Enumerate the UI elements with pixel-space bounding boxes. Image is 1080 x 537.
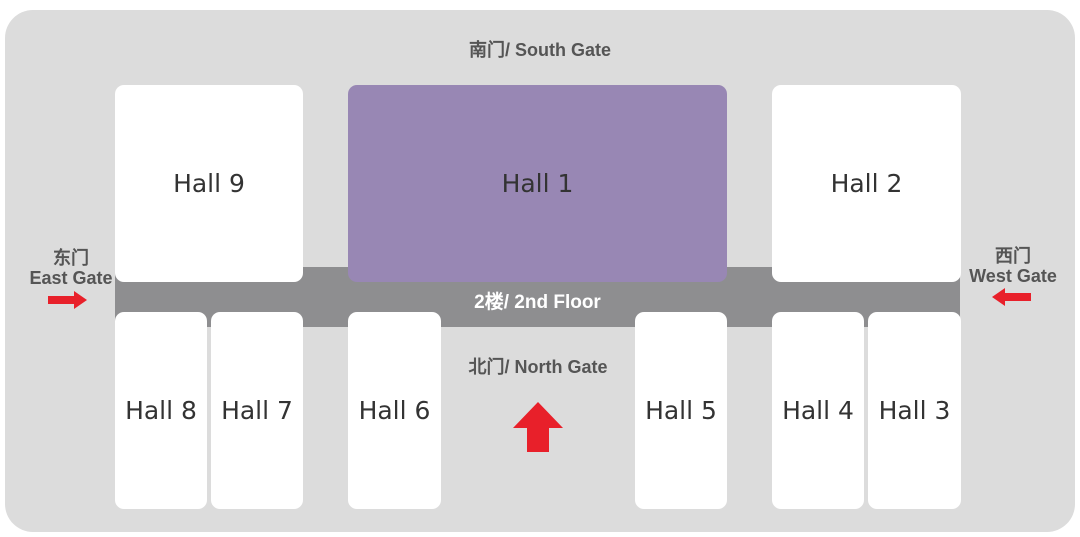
hall-8-label: Hall 8 — [125, 396, 197, 425]
east-gate-label-cn: 东门 — [53, 248, 89, 268]
hall-1-label: Hall 1 — [501, 169, 574, 198]
hall-4-label: Hall 4 — [782, 396, 854, 425]
hall-3[interactable]: Hall 3 — [868, 312, 961, 509]
hall-2[interactable]: Hall 2 — [772, 85, 961, 282]
hall-7[interactable]: Hall 7 — [211, 312, 303, 509]
south-gate-label: 南门/ South Gate — [468, 40, 611, 60]
west-gate-label-cn: 西门 — [995, 246, 1031, 266]
hall-1[interactable]: Hall 1 — [348, 85, 727, 282]
hall-4[interactable]: Hall 4 — [772, 312, 864, 509]
north-gate-arrow-icon — [513, 402, 563, 452]
hall-5-label: Hall 5 — [645, 396, 717, 425]
hall-7-label: Hall 7 — [221, 396, 293, 425]
hall-9[interactable]: Hall 9 — [115, 85, 303, 282]
east-gate-arrow-icon — [48, 291, 87, 309]
west-gate-label: 西门 West Gate — [962, 246, 1064, 286]
hall-5[interactable]: Hall 5 — [635, 312, 727, 509]
hall-6[interactable]: Hall 6 — [348, 312, 441, 509]
hall-2-label: Hall 2 — [830, 169, 903, 198]
west-gate-label-en: West Gate — [969, 266, 1057, 286]
second-floor-label: 2楼/ 2nd Floor — [474, 292, 601, 313]
west-gate-arrow-icon — [992, 288, 1031, 306]
east-gate-label-en: East Gate — [29, 268, 113, 288]
hall-6-label: Hall 6 — [358, 396, 431, 425]
hall-3-label: Hall 3 — [878, 396, 951, 425]
hall-8[interactable]: Hall 8 — [115, 312, 207, 509]
hall-9-label: Hall 9 — [173, 169, 245, 198]
north-gate-label: 北门/ North Gate — [468, 357, 608, 377]
east-gate-label: 东门 East Gate — [22, 248, 120, 288]
